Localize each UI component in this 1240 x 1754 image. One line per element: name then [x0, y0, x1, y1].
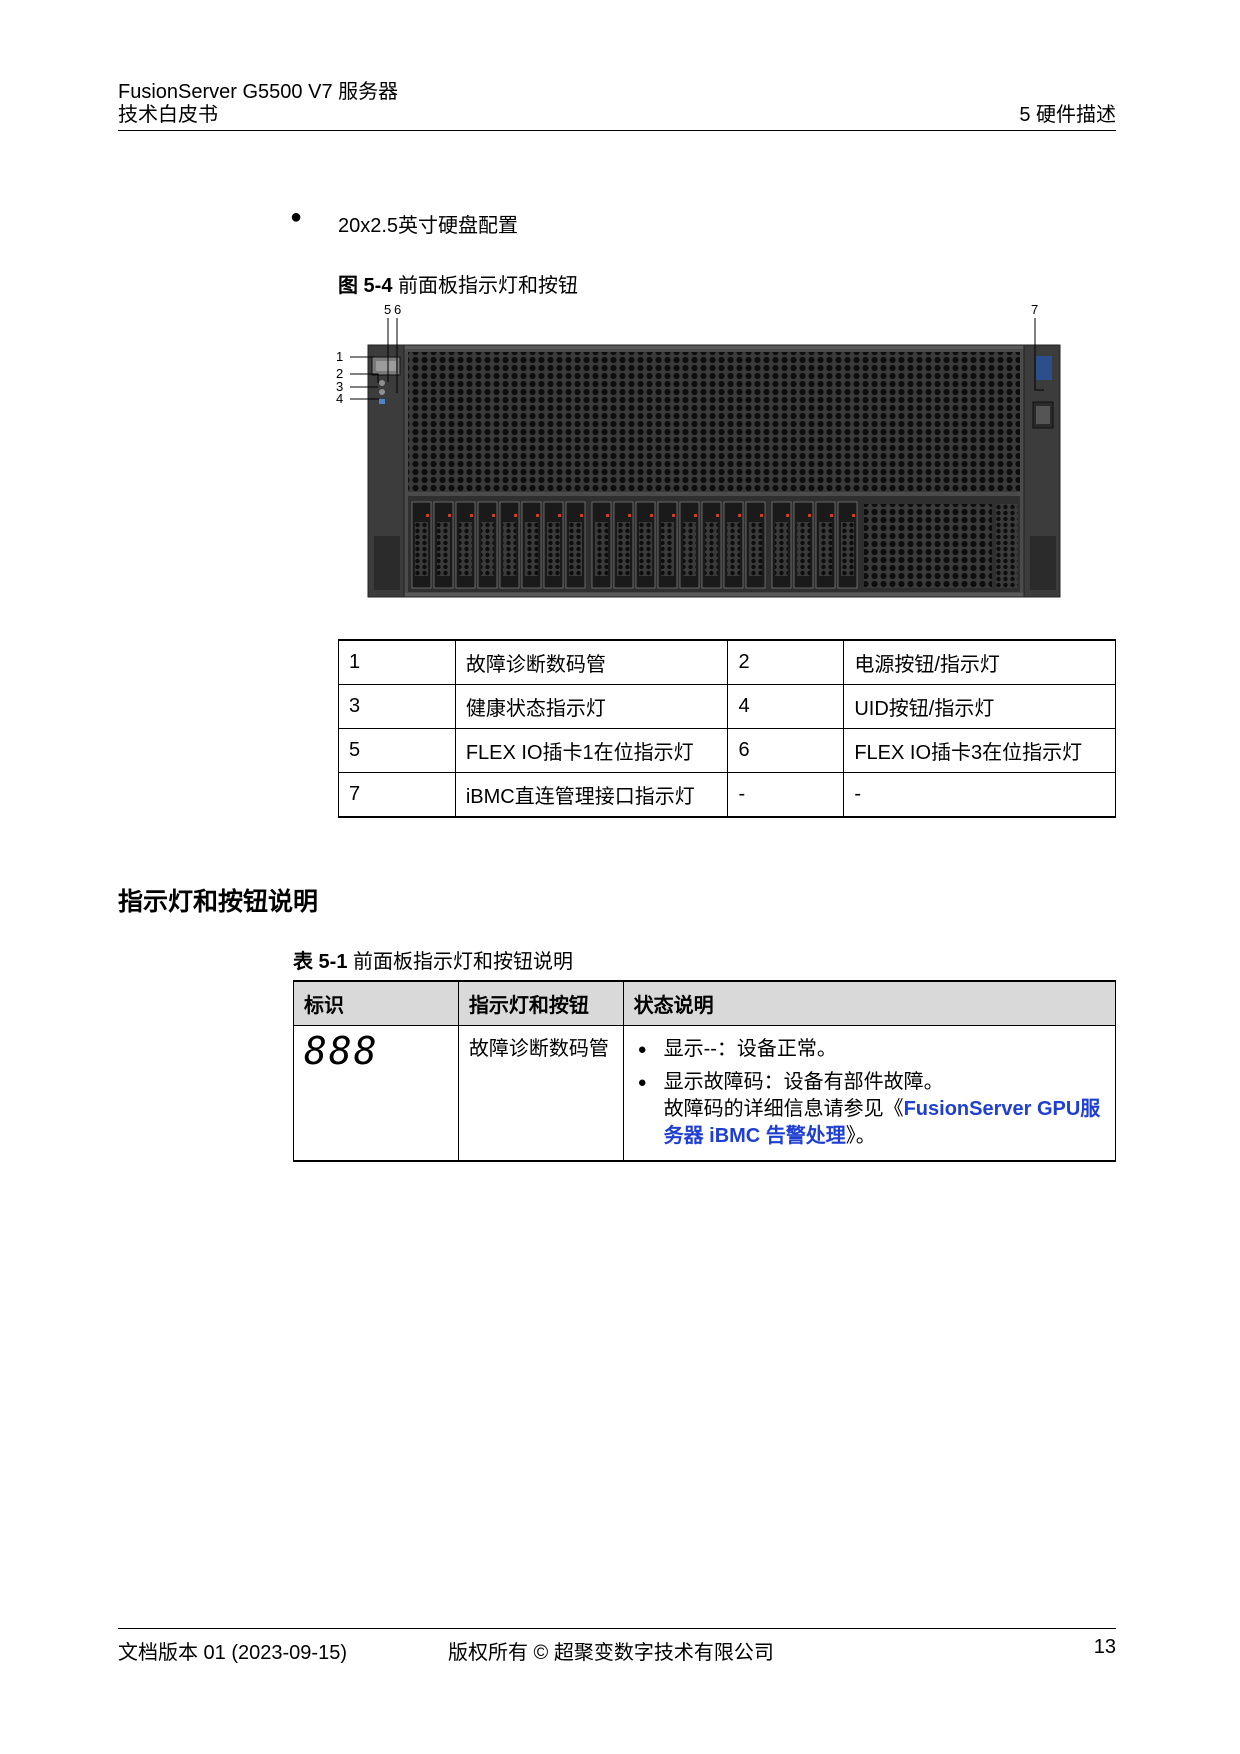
description-table: 标识 指示灯和按钮 状态说明 888 故障诊断数码管 显示--：设备正常。 显示… [293, 980, 1117, 1162]
legend-label: iBMC直连管理接口指示灯 [454, 772, 729, 818]
status-detail: 故障码的详细信息请参见《 [663, 1098, 904, 1120]
legend-label: 健康状态指示灯 [454, 684, 729, 729]
legend-number: 5 [338, 728, 456, 773]
legend-number: 3 [338, 684, 456, 729]
table-title: 前面板指示灯和按钮说明 [353, 951, 574, 973]
legend-number: 1 [338, 639, 456, 685]
header-cell: 指示灯和按钮 [457, 980, 624, 1026]
bullet-text: 20x2.5英寸硬盘配置 [338, 215, 519, 237]
legend-number: 2 [727, 639, 845, 685]
legend-label: 故障诊断数码管 [454, 639, 729, 685]
legend-label: FLEX IO插卡3在位指示灯 [843, 728, 1116, 773]
callout-7: 7 [1031, 302, 1038, 317]
icon-cell: 888 [293, 1025, 459, 1162]
seven-segment-display-icon: 888 [304, 1029, 379, 1073]
server-front-panel-image: 1 2 3 4 5 6 7 [336, 302, 1061, 598]
figure-title: 前面板指示灯和按钮 [398, 275, 579, 297]
status-end: 》。 [845, 1125, 876, 1147]
header-cell: 状态说明 [622, 980, 1117, 1026]
footer-version: 文档版本 01 (2023-09-15) [118, 1642, 347, 1664]
callout-6: 6 [394, 302, 401, 317]
table-label: 表 5-1 [293, 951, 348, 973]
legend-label: UID按钮/指示灯 [843, 684, 1116, 729]
section-title: 指示灯和按钮说明 [118, 888, 319, 916]
legend-label: - [843, 772, 1116, 818]
legend-number: 6 [727, 728, 845, 773]
indicator-name: 故障诊断数码管 [468, 1038, 609, 1060]
table-row: 888 故障诊断数码管 显示--：设备正常。 显示故障码：设备有部件故障。 故障… [293, 1025, 1117, 1162]
status-list: 显示--：设备正常。 显示故障码：设备有部件故障。 故障码的详细信息请参见《Fu… [634, 1036, 1105, 1150]
header-doc-type: 技术白皮书 [118, 104, 218, 126]
header-chapter: 5 硬件描述 [1019, 104, 1116, 126]
drive-bays [411, 501, 858, 589]
footer-rule [118, 1628, 1116, 1629]
callout-5: 5 [384, 302, 391, 317]
legend-number: 4 [727, 684, 845, 729]
status-item: 显示--：设备正常。 [634, 1036, 1105, 1063]
legend-number: 7 [338, 772, 456, 818]
alarm-handling-link[interactable]: FusionServer GPU服务器 iBMC 告警处理 [663, 1098, 1101, 1147]
callout-2: 2 [336, 366, 343, 381]
header-product: FusionServer G5500 V7 服务器 [118, 81, 399, 103]
callout-3: 3 [336, 379, 343, 394]
footer-copyright: 版权所有 © 超聚变数字技术有限公司 [448, 1642, 774, 1664]
status-item: 显示故障码：设备有部件故障。 故障码的详细信息请参见《FusionServer … [634, 1069, 1105, 1150]
table-caption: 表 5-1 前面板指示灯和按钮说明 [293, 945, 573, 974]
legend-label: 电源按钮/指示灯 [843, 639, 1116, 685]
figure-caption: 图 5-4 前面板指示灯和按钮 [338, 269, 578, 298]
footer-page-number: 13 [1093, 1636, 1116, 1658]
name-cell: 故障诊断数码管 [457, 1025, 624, 1162]
bullet-dot: ● [290, 206, 303, 228]
status-cell: 显示--：设备正常。 显示故障码：设备有部件故障。 故障码的详细信息请参见《Fu… [622, 1025, 1117, 1162]
callout-4: 4 [336, 391, 343, 406]
header-cell: 标识 [293, 980, 459, 1026]
header-rule [118, 130, 1116, 131]
table-header-row: 标识 指示灯和按钮 状态说明 [293, 980, 1117, 1026]
figure-label: 图 5-4 [338, 275, 393, 297]
legend-number: - [727, 772, 845, 818]
callout-1: 1 [336, 349, 343, 364]
legend-label: FLEX IO插卡1在位指示灯 [454, 728, 729, 773]
